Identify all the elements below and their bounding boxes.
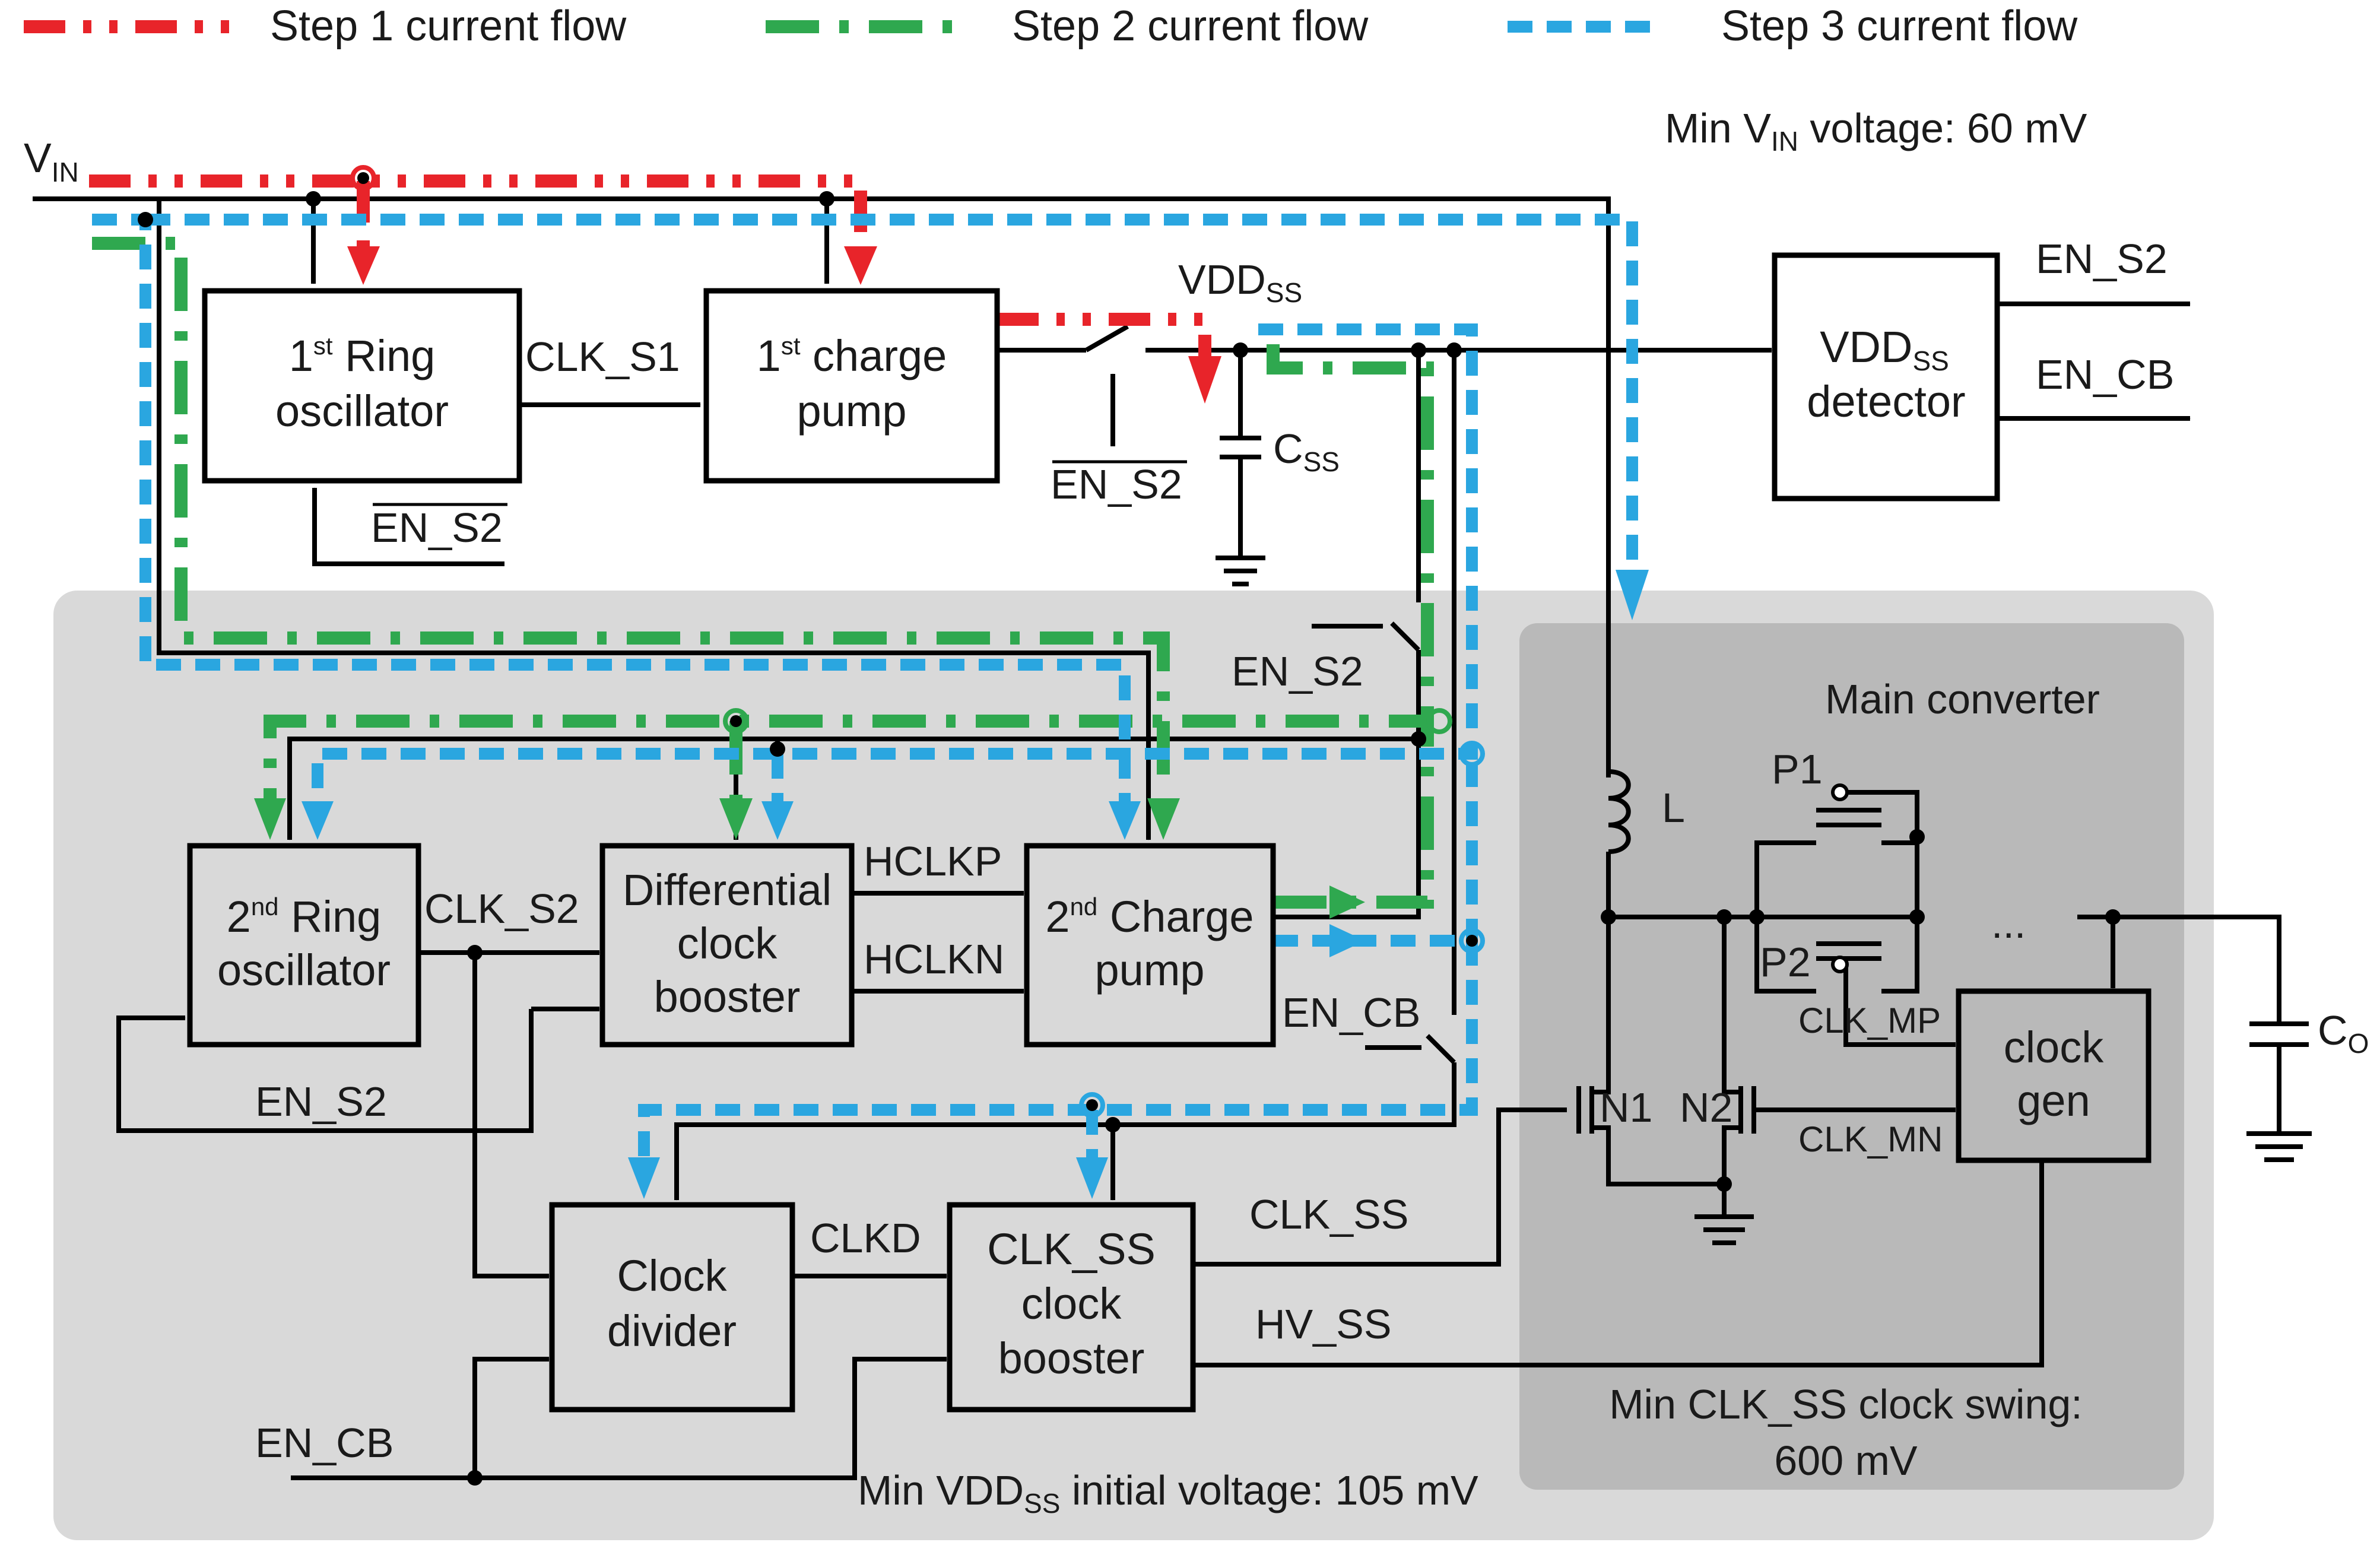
clk-ss-clock-booster-label-1: CLK_SS (987, 1224, 1156, 1274)
en-s2-output-label: EN_S2 (2036, 236, 2168, 282)
charge-pump-1-box (703, 288, 1000, 484)
clock-gen-label-2: gen (2017, 1076, 2090, 1125)
clock-divider-label-1: Clock (617, 1251, 727, 1300)
en-cb-input-label: EN_CB (255, 1420, 394, 1466)
legend-step1-label: Step 1 current flow (270, 2, 627, 50)
clock-gen-label-1: clock (2004, 1023, 2105, 1072)
ring-oscillator-1-label: 1st Ring (289, 331, 436, 380)
junction-dots (138, 165, 2121, 1486)
clk-ss-label: CLK_SS (1249, 1191, 1408, 1237)
legend-step2-label: Step 2 current flow (1012, 2, 1369, 50)
hclkp-label: HCLKP (864, 838, 1002, 884)
ring-oscillator-2-label-2: oscillator (217, 945, 391, 995)
n1-label: N1 (1600, 1084, 1652, 1131)
en-s2-ring2-label: EN_S2 (255, 1078, 387, 1125)
min-vin-note: Min VIN voltage: 60 mV (1665, 105, 2087, 157)
clkd-label: CLKD (810, 1215, 921, 1261)
min-clk-swing-line2: 600 mV (1774, 1437, 1918, 1484)
differential-clock-booster-label-3: booster (654, 972, 801, 1021)
step2-flow (92, 237, 1434, 909)
clk-s2-label: CLK_S2 (424, 886, 579, 932)
flow-arrowheads (254, 246, 1649, 1199)
inductor-label: L (1662, 785, 1685, 831)
en-cb-switch-label: EN_CB (1282, 989, 1420, 1036)
en-s2-bar-switch-label: EN_S2 (1051, 461, 1182, 507)
clk-ss-clock-booster-box (947, 1202, 1196, 1413)
charge-pump-1-label: 1st charge (757, 331, 947, 380)
ring-oscillator-2-box (187, 843, 421, 1048)
differential-clock-booster-box (599, 843, 855, 1048)
charge-pump-1-label-2: pump (796, 386, 906, 436)
min-vddss-note: Min VDDSS initial voltage: 105 mV (858, 1467, 1478, 1519)
ring-oscillator-1-label-2: oscillator (275, 386, 449, 436)
min-clk-swing-line1: Min CLK_SS clock swing: (1609, 1381, 2083, 1427)
vddss-detector-label-2: detector (1807, 377, 1965, 426)
co-label: CO (2318, 1007, 2369, 1059)
clock-divider-label-2: divider (607, 1306, 737, 1356)
en-cb-output-label: EN_CB (2036, 351, 2174, 398)
ellipsis-label: ... (1991, 900, 2026, 947)
charge-pump-2-box (1024, 843, 1276, 1048)
vddss-label: VDDSS (1178, 256, 1302, 308)
clk-s1-label: CLK_S1 (525, 334, 680, 380)
clk-mp-label: CLK_MP (1798, 1001, 1941, 1040)
main-converter-title: Main converter (1825, 676, 2100, 722)
clk-ss-clock-booster-label-3: booster (998, 1334, 1145, 1383)
clk-ss-clock-booster-label-2: clock (1021, 1279, 1122, 1328)
p2-label: P2 (1760, 939, 1811, 985)
main-converter-region (1519, 623, 2184, 1490)
css-label: CSS (1273, 426, 1340, 477)
n2-label: N2 (1680, 1084, 1732, 1131)
ring-oscillator-2-label: 2nd Ring (227, 892, 382, 941)
hv-ss-label: HV_SS (1255, 1301, 1392, 1347)
differential-clock-booster-label-1: Differential (623, 865, 832, 915)
charge-pump-2-label: 2nd Charge (1045, 892, 1254, 941)
differential-clock-booster-label-2: clock (677, 919, 778, 968)
en-s2-switch-label: EN_S2 (1232, 648, 1363, 694)
legend-step3-label: Step 3 current flow (1721, 2, 2078, 50)
en-s2-bar-ring1-label: EN_S2 (371, 504, 503, 551)
vddss-detector-label: VDDSS (1820, 322, 1949, 376)
clk-mn-label: CLK_MN (1798, 1119, 1943, 1159)
charge-pump-2-label-2: pump (1094, 945, 1204, 995)
clock-divider-box (549, 1202, 795, 1413)
p1-label: P1 (1772, 746, 1823, 792)
vin-label: VIN (24, 135, 79, 188)
ring-oscillator-1-box (202, 288, 522, 484)
vddss-detector-box (1772, 252, 2000, 502)
hclkn-label: HCLKN (864, 936, 1004, 982)
clock-gen-box (1956, 988, 2151, 1163)
wires (33, 196, 2312, 1480)
legend: Step 1 current flow Step 2 current flow … (24, 2, 2078, 50)
